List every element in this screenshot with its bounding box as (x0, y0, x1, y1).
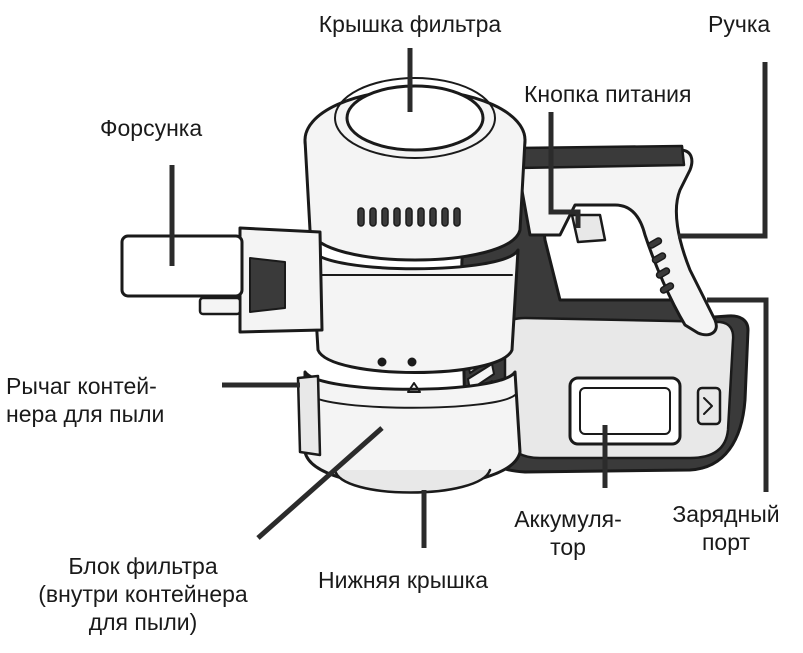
label-filter-unit: Блок фильтра (внутри контейнера для пыли… (38, 553, 248, 635)
label-bottom-cover: Нижняя крышка (318, 567, 489, 593)
leader-handle (678, 62, 768, 239)
bin-bottom (333, 468, 492, 494)
label-handle: Ручка (708, 11, 771, 37)
label-charging-port: Зарядный порт (672, 501, 780, 555)
label-nozzle: Форсунка (100, 115, 203, 141)
handle-shape (513, 148, 718, 337)
middle-band (310, 248, 520, 374)
cyclone-vents (357, 207, 461, 227)
vacuum-illustration (120, 77, 750, 494)
leader-lines (169, 48, 769, 548)
filter-cover-shape (345, 84, 485, 152)
charging-port-shape (696, 386, 722, 426)
bin-lever-shape (296, 374, 322, 457)
label-filter-cover: Крышка фильтра (318, 11, 502, 37)
handle-top-bar (516, 144, 686, 170)
leader-charging-port (707, 297, 769, 492)
handle-grip-ribs (647, 237, 675, 294)
leader-filter-unit (256, 426, 384, 540)
label-power-button: Кнопка питания (524, 81, 692, 107)
leader-power-button (548, 112, 581, 228)
nozzle-tube (120, 234, 244, 298)
label-battery: Аккумуля- тор (514, 506, 622, 560)
battery-shape (568, 376, 682, 446)
label-bin-lever: Рычаг контей- нера для пыли (6, 373, 165, 427)
